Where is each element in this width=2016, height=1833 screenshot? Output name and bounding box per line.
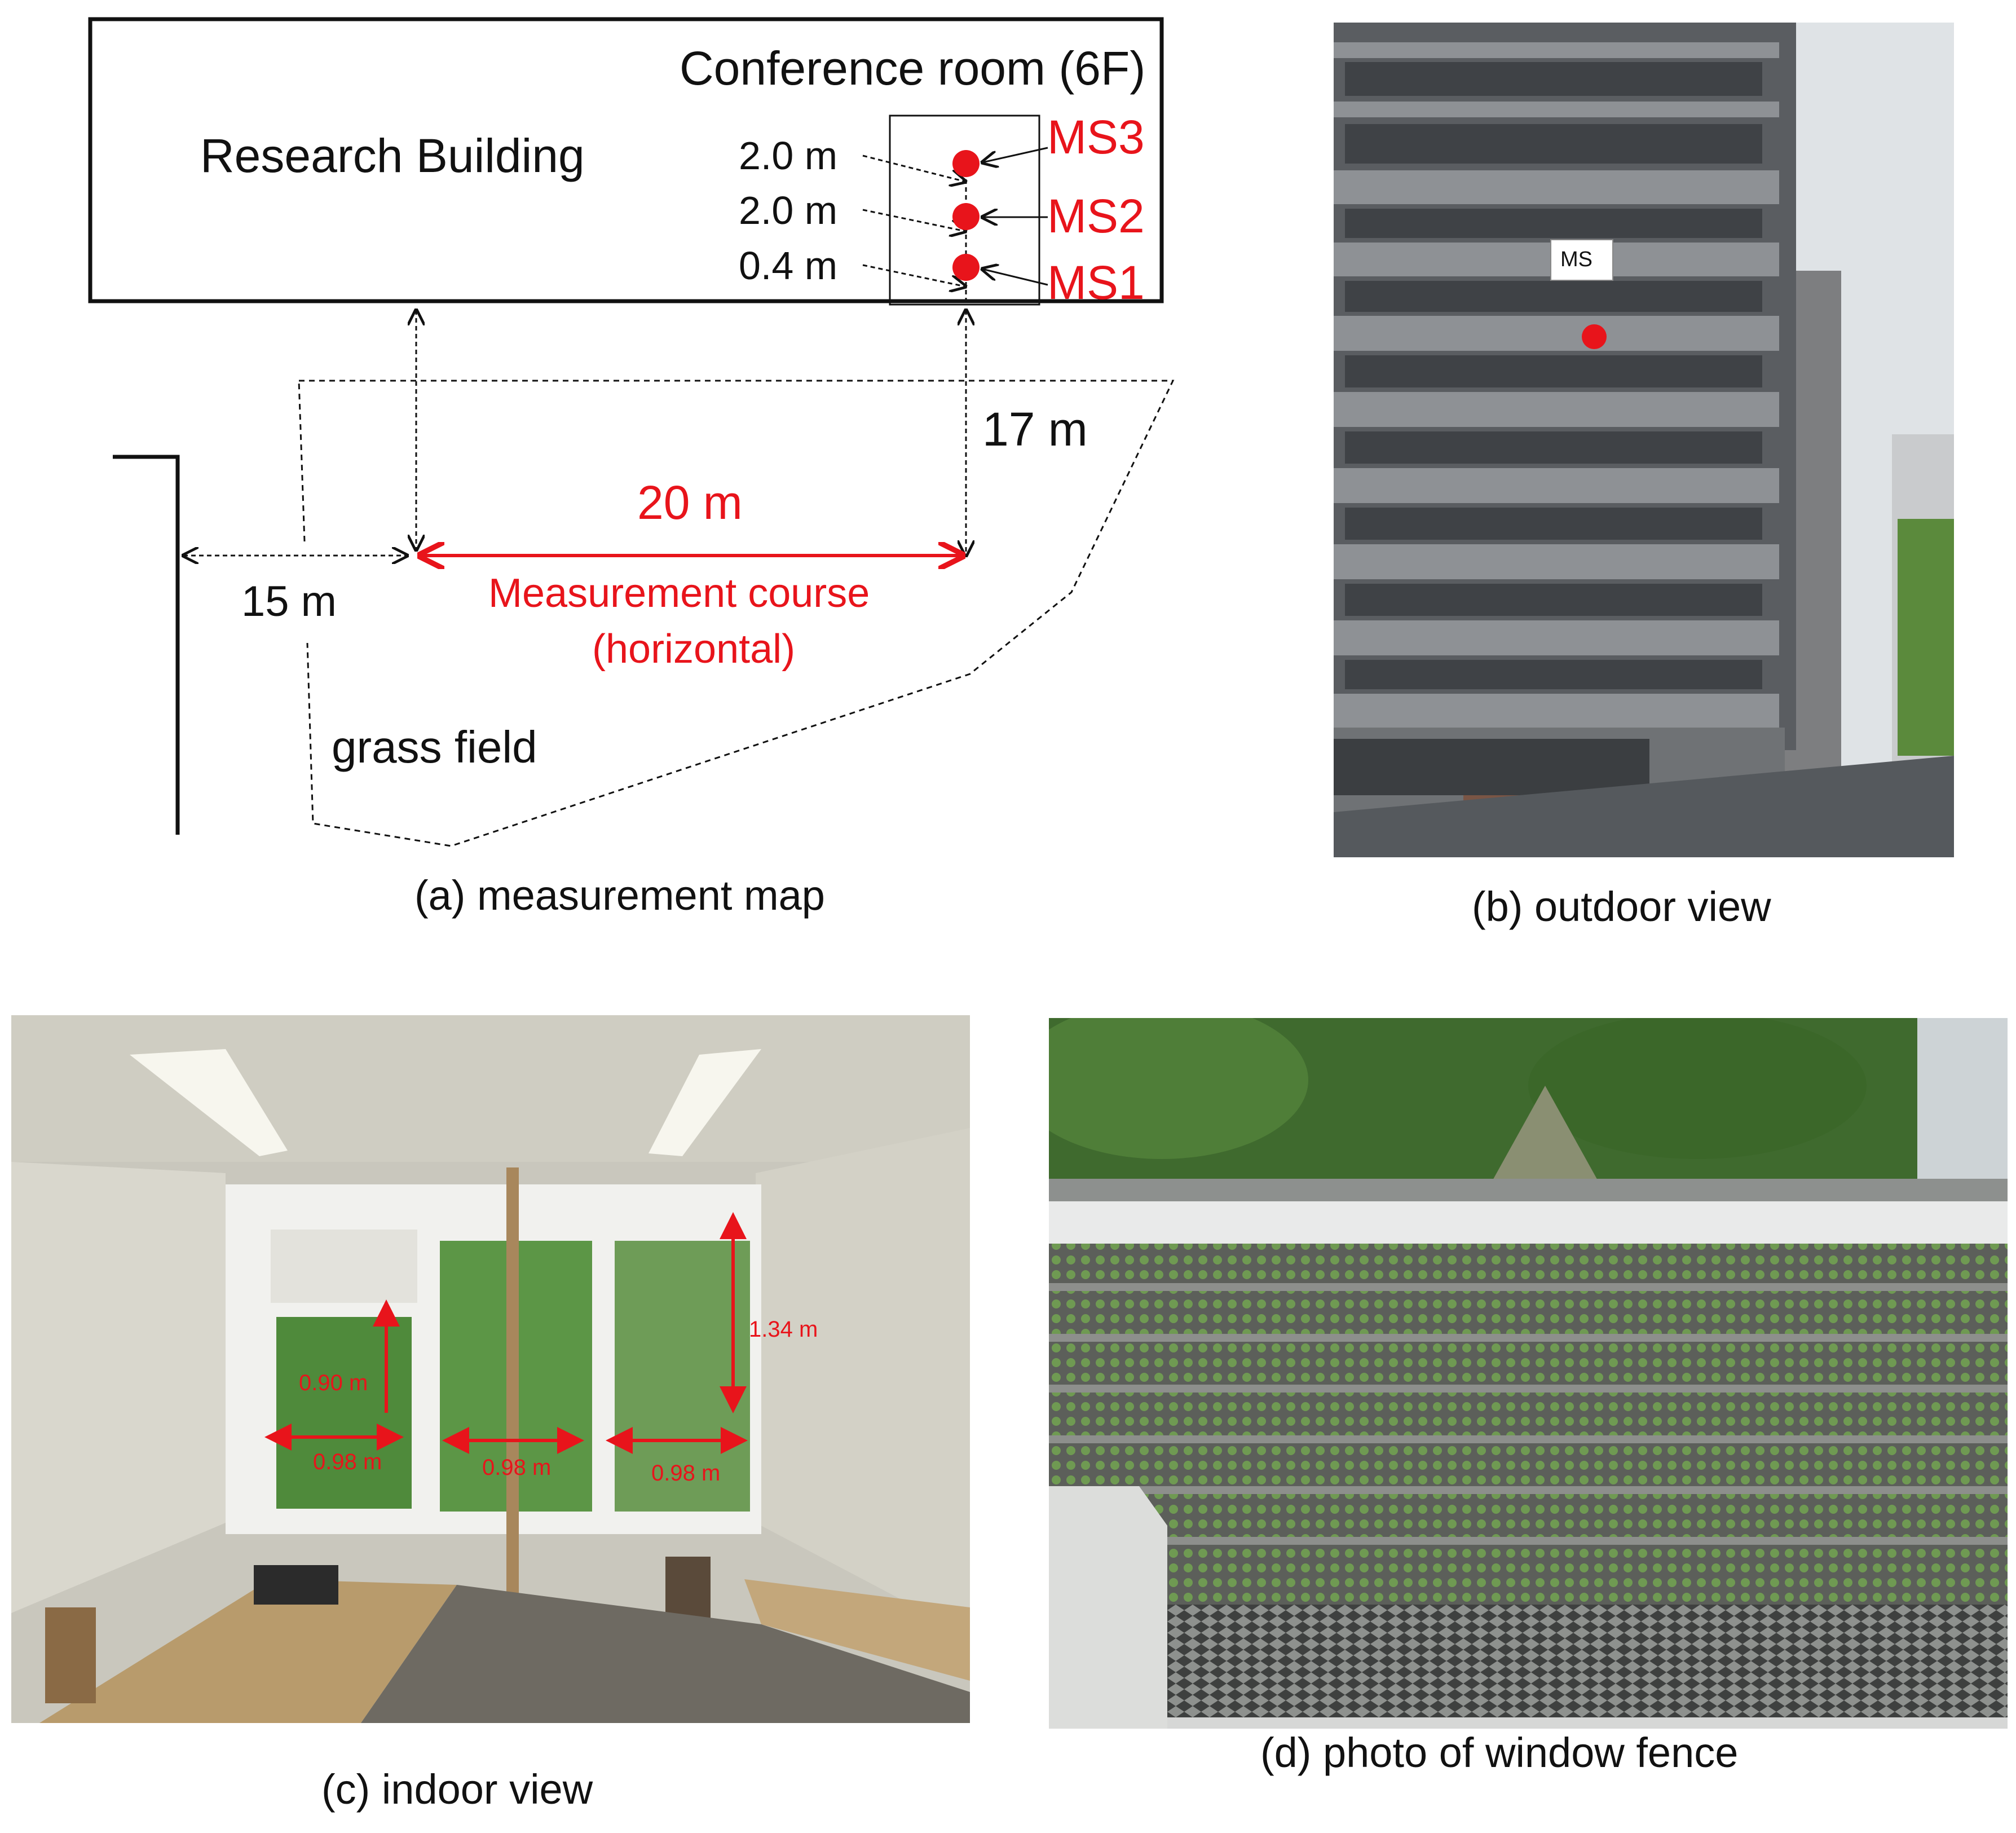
station-pointer-ms1 [982,269,1048,286]
dim-17-label: 17 m [982,403,1088,456]
dim-090-label: 0.90 m [299,1371,368,1395]
ms-label: MS [1560,248,1592,271]
facade-bands [1334,42,1779,728]
grass-field-outline [298,380,1175,847]
station-marker-ms2 [952,203,980,230]
height-label-ms2: 2.0 m [739,188,837,232]
caption-d: (d) photo of window fence [1260,1729,1739,1776]
caption-b: (b) outdoor view [1472,883,1771,930]
height-pointer-ms1 [862,264,965,287]
dim-w3-label: 0.98 m [651,1461,720,1486]
height-label-ms1: 0.4 m [739,244,837,288]
conference-room-outline [889,114,1040,306]
dim-134-label: 1.34 m [749,1317,818,1342]
station-marker-ms3 [952,150,980,177]
station-pointer-ms3 [982,147,1048,162]
station-label-ms1: MS1 [1047,256,1145,309]
course-label-line1: Measurement course [488,571,870,616]
ms-label-box [1550,239,1613,281]
dim-w1-label: 0.98 m [313,1449,382,1474]
outdoor-view-photo: MS [1334,23,1954,857]
ms-location-marker [1582,324,1607,349]
height-label-ms3: 2.0 m [739,134,837,178]
caption-a: (a) measurement map [414,872,825,919]
dim-15-label: 15 m [241,578,337,625]
window-fence-photo [1049,1018,2008,1729]
building-outline [88,17,1164,303]
height-pointer-ms3 [862,155,965,182]
measurement-map: Research Building Conference room (6F) 2… [88,17,1175,847]
grass-label: grass field [332,722,537,772]
dim-w2-label: 0.98 m [482,1455,551,1480]
height-pointer-ms2 [862,209,965,231]
building-label: Research Building [200,129,585,182]
left-wall [113,455,180,835]
caption-c: (c) indoor view [321,1766,593,1813]
station-label-ms3: MS3 [1047,111,1145,164]
dim-20-label: 20 m [637,476,743,529]
room-label: Conference room (6F) [680,42,1145,95]
station-marker-ms1 [952,254,980,281]
station-label-ms2: MS2 [1047,190,1145,243]
indoor-view-photo: 0.90 m 1.34 m 0.98 m 0.98 m 0.98 m [11,1015,970,1723]
course-label-line2: (horizontal) [592,627,795,672]
